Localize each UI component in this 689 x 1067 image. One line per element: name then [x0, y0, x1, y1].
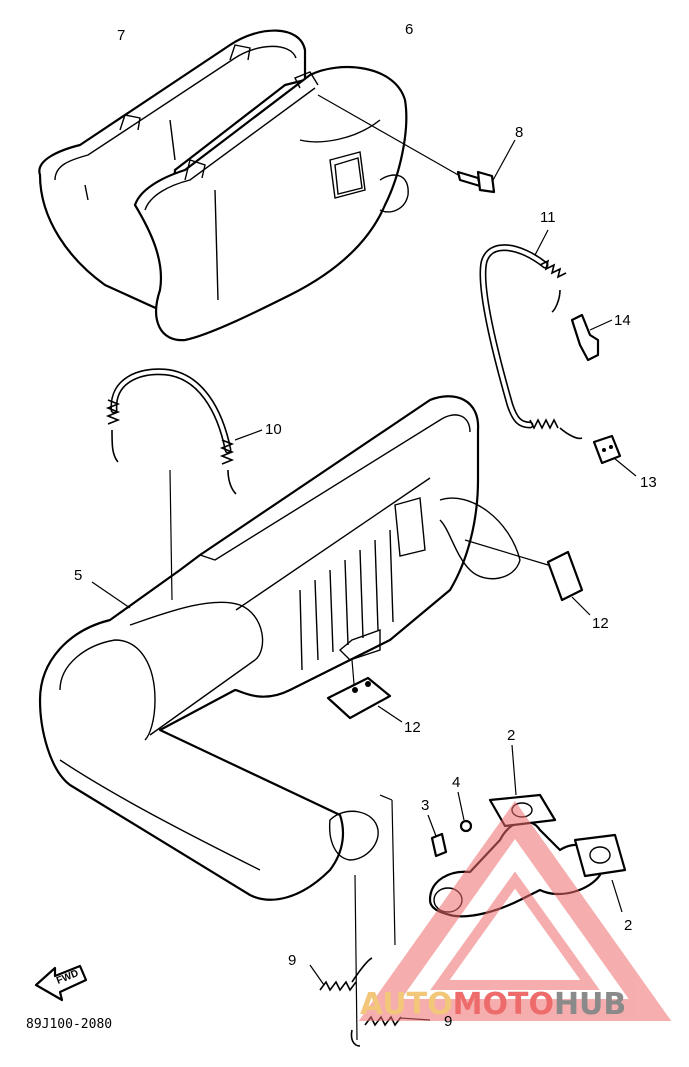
part-12-gasket-side [464, 539, 591, 616]
diagram-code: 89J100-2080 [26, 1017, 112, 1032]
part-10-cable-assembly [105, 368, 263, 495]
callout-11: 11 [540, 209, 556, 226]
part-13-clip [592, 434, 637, 477]
callout-14: 14 [614, 312, 631, 329]
watermark-text-moto: MOTO [453, 987, 554, 1022]
watermark-logo [358, 801, 672, 1021]
callout-9-left: 9 [288, 952, 296, 969]
callout-7: 7 [117, 27, 125, 44]
watermark-triangle-icon [358, 801, 672, 1021]
part-12-gasket-bottom [326, 659, 403, 723]
watermark-text: AUTOMOTOHUB [360, 987, 626, 1022]
part-8-bolt [317, 94, 516, 194]
callout-8: 8 [515, 124, 523, 141]
callout-3: 3 [421, 797, 429, 814]
callout-10: 10 [265, 421, 282, 438]
callout-5: 5 [74, 567, 82, 584]
callout-12-side: 12 [592, 615, 609, 632]
part-5-muffler [38, 395, 521, 901]
forward-direction-arrow: FWD [34, 964, 88, 1002]
callout-4: 4 [452, 774, 460, 791]
callout-6: 6 [405, 21, 413, 38]
part-14-bracket [570, 313, 613, 362]
callout-12-bottom: 12 [404, 719, 421, 736]
callout-2-bottom: 2 [624, 917, 632, 934]
part-11-cable-assembly [479, 229, 583, 440]
part-6-inner-heat-shield [133, 65, 409, 342]
part-7-outer-heat-shield [38, 29, 307, 312]
callout-9-right: 9 [444, 1013, 452, 1030]
callout-2-top: 2 [507, 727, 515, 744]
watermark-text-auto: AUTO [360, 987, 453, 1022]
watermark-text-hub: HUB [554, 987, 626, 1022]
callout-13: 13 [640, 474, 657, 491]
